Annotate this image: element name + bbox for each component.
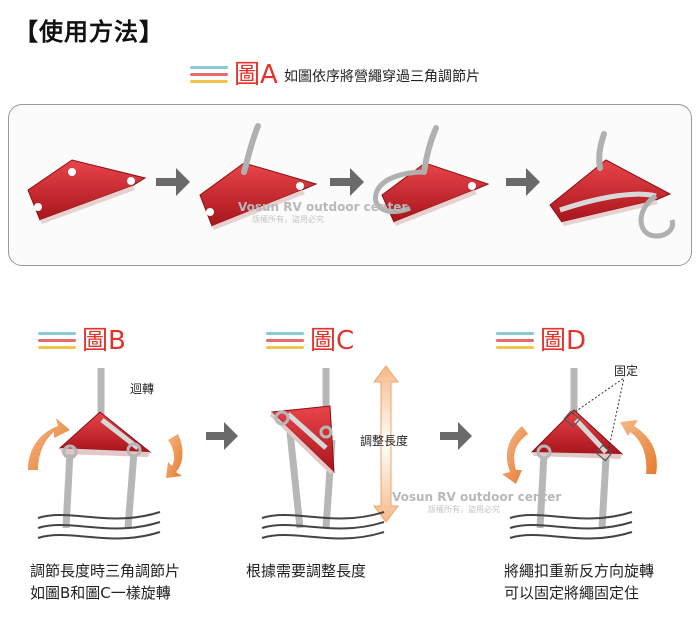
rotate-arrow-icon [166, 434, 183, 478]
figure-b-diagram [28, 368, 183, 540]
figure-c-description: 根據需要調整長度 [246, 560, 366, 582]
page-title: 【使用方法】 [14, 18, 164, 46]
figure-b-description: 調節長度時三角調節片 如圖B和圖C一樣旋轉 [30, 560, 180, 604]
figure-a-label: 圖A [190, 62, 278, 88]
figure-d-description: 將繩扣重新反方向旋轉 可以固定將繩固定住 [504, 560, 654, 604]
step2-triangle [199, 123, 318, 230]
figure-a-name: 圖A [234, 60, 278, 90]
figure-d-label: 圖D [496, 328, 586, 354]
arrow-right-icon [440, 422, 472, 450]
arrow-right-icon [506, 168, 540, 196]
figure-d-desc-line2: 可以固定將繩固定住 [504, 584, 640, 602]
figure-d-diagram [502, 368, 657, 540]
watermark-subtext: 版權所有，盜用必究 [428, 505, 500, 514]
figure-b-desc-line1: 調節長度時三角調節片 [30, 562, 181, 580]
watermark-subtext: 版權所有，盜用必究 [252, 215, 324, 224]
figure-b-label: 圖B [38, 328, 126, 354]
figure-d-desc-line1: 將繩扣重新反方向旋轉 [504, 562, 655, 580]
figure-c-label: 圖C [266, 328, 354, 354]
adjust-length-note: 調整長度 [360, 434, 409, 448]
figure-c-diagram [261, 365, 399, 540]
figure-a-caption: 如圖依序將營繩穿過三角調節片 [284, 69, 480, 85]
arrow-right-icon [206, 422, 238, 450]
arrow-right-icon [156, 168, 190, 196]
step3-triangle [373, 125, 490, 226]
watermark-text: Vosun RV outdoor center [238, 200, 408, 214]
figure-b-desc-line2: 如圖B和圖C一樣旋轉 [30, 584, 171, 602]
label-bars-icon [496, 330, 534, 352]
rotate-note: 迴轉 [130, 382, 155, 396]
fixed-note: 固定 [614, 364, 639, 378]
figure-c-desc-line1: 根據需要調整長度 [246, 562, 367, 580]
rotate-arrow-icon [502, 426, 528, 484]
figure-d-name: 圖D [540, 326, 587, 356]
up-down-arrow-icon [373, 365, 399, 523]
rotate-arrow-icon [28, 418, 70, 470]
label-bars-icon [266, 330, 304, 352]
rotate-arrow-icon [620, 420, 657, 474]
figure-b-name: 圖B [82, 326, 126, 356]
label-bars-icon [38, 330, 76, 352]
figure-c-name: 圖C [310, 326, 355, 356]
step4-triangle [549, 131, 676, 239]
arrow-right-icon [330, 168, 364, 196]
label-bars-icon [190, 64, 228, 86]
watermark-text: Vosun RV outdoor center [392, 490, 562, 504]
step1-triangle [27, 159, 147, 224]
